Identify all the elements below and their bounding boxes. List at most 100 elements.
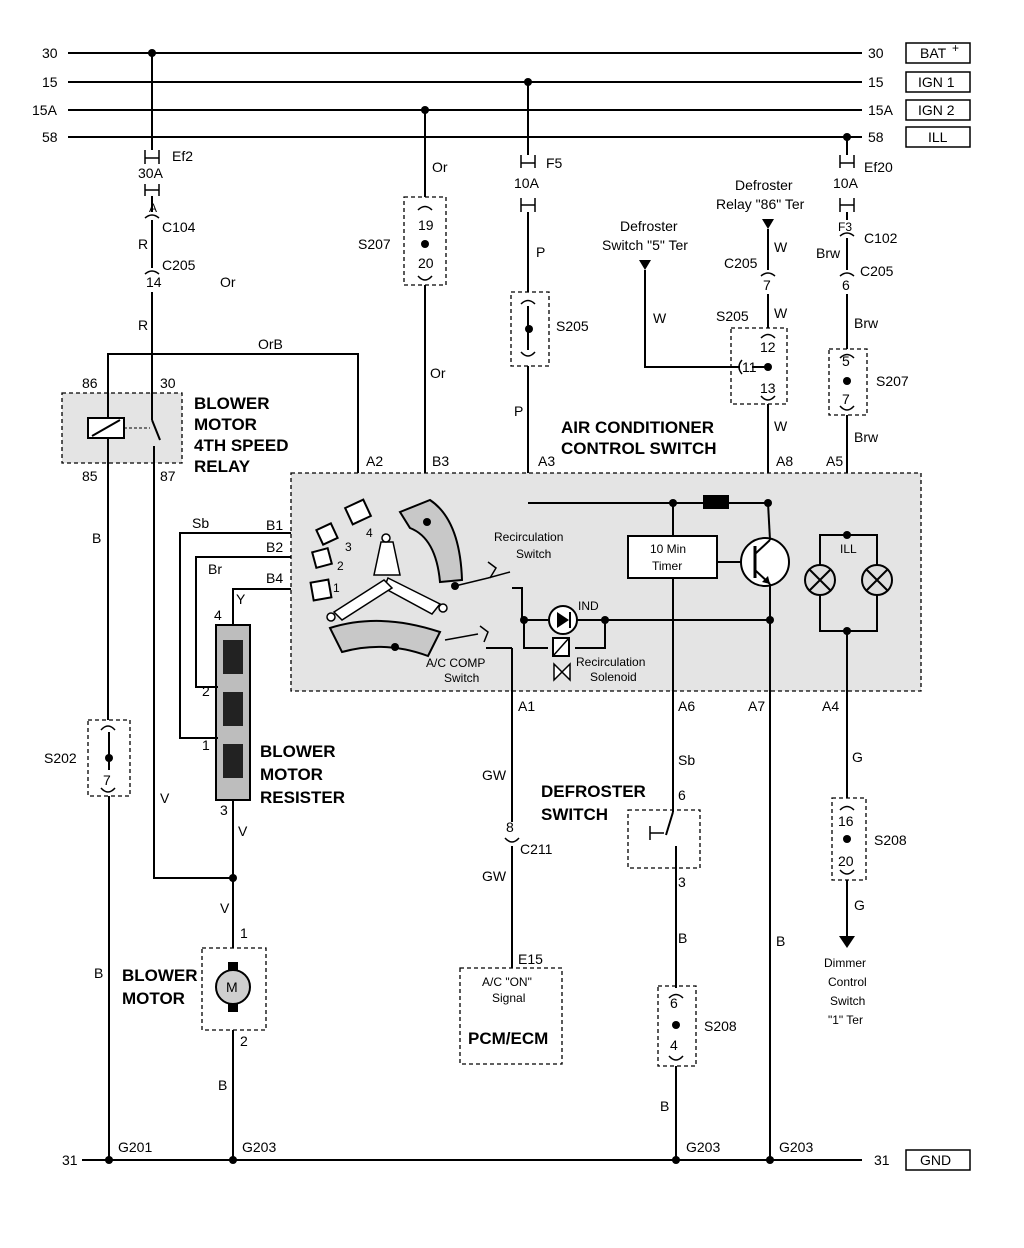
pin-a4: A4 [822,698,839,714]
a7-ground: B G203 [776,933,813,1155]
wire-g-label-1: G [852,749,863,765]
pcm-title: PCM/ECM [468,1029,548,1048]
wire-v-label-2: V [238,823,248,839]
relay-title-line-2: MOTOR [194,415,257,434]
wire-r-label-2: R [138,317,148,333]
defroster-switch-pin-6: 6 [678,787,686,803]
s202-pin-bottom: 7 [103,772,111,788]
wire-gw-label-2: GW [482,868,507,884]
connector-c102-label: C102 [864,230,898,246]
timer-supply: 10 Min Timer [528,495,772,690]
connector-a-label: A [149,201,157,215]
rail-30: 30 30 BAT [42,42,971,64]
position-3: 3 [345,540,352,554]
defroster-relay-ref-line-2: Relay "86" Ter [716,196,805,212]
rail-15-label-right: 15 [868,74,884,90]
motor-title-line-1: BLOWER [122,966,198,985]
motor-title-line-2: MOTOR [122,989,185,1008]
relay-pin-87: 87 [160,468,176,484]
motor-pin-1: 1 [240,925,248,941]
rail-15-label-left: 15 [42,74,58,90]
s207a-pin-bottom: 20 [418,255,434,271]
rail-15: 15 15 IGN 1 [42,71,971,93]
pin-a3: A3 [538,453,555,469]
splice-s208-label-2: S208 [704,1018,737,1034]
fuse-f5-rating: 10A [514,175,540,191]
s208b-pin-bottom: 4 [670,1037,678,1053]
ac-comp-switch-label-2: Switch [444,671,479,685]
timer-label-1: 10 Min [650,542,686,556]
resister-input-wires: Sb Br Y [179,515,318,739]
dimmer-ref-line-3: Switch [830,994,865,1008]
blower-speed-selector: 4 3 2 1 [309,498,464,658]
s205b-pin-12: 12 [760,339,776,355]
wire-b-label-1: B [92,530,101,546]
blower-motor-resister: 4 2 1 3 BLOWER MOTOR RESISTER V V [202,607,345,948]
ill-label: ILL [840,542,857,556]
defroster-switch-title-line-2: SWITCH [541,805,608,824]
rail-31-label-right: 31 [874,1152,890,1168]
pcm-pin-e15: E15 [518,951,543,967]
recirc-switch-label-1: Recirculation [494,530,563,544]
rail-15a-label-left: 15A [32,102,58,118]
connector-pin-7: 7 [763,277,771,293]
wire-or-label-3: Or [430,365,446,381]
fuse-f5-label: F5 [546,155,563,171]
rail-31-label-left: 31 [62,1152,78,1168]
resister-pin-1: 1 [202,737,210,753]
control-switch-title-line-1: AIR CONDITIONER [561,418,714,437]
recirc-switch-label-2: Switch [516,547,551,561]
wire-or-label-2: Or [432,159,448,175]
resister-pin-2: 2 [202,683,210,699]
dimmer-ref-line-2: Control [828,975,867,989]
rail-58-label-right: 58 [868,129,884,145]
connector-f3-label: F3 [838,220,852,234]
wire-b-label-4: B [678,930,687,946]
rail-58: 58 58 ILL [42,126,971,148]
wire-v-label-3: V [220,900,230,916]
pcm-signal-line-1: A/C "ON" [482,975,532,989]
recirc-solenoid-label-2: Solenoid [590,670,637,684]
connector-c211-label: C211 [520,841,553,857]
wire-brw-label-1: Brw [816,245,841,261]
pin-a7: A7 [748,698,765,714]
wire-w-label-4: W [774,418,788,434]
pin-b3: B3 [432,453,449,469]
relay-pin-85: 85 [82,468,98,484]
wire-w-label-2: W [653,310,667,326]
splice-s208-label-1: S208 [874,832,907,848]
connector-c205-label-2: C205 [724,255,758,271]
rail-30-label-left: 30 [42,45,58,61]
relay-pin-30: 30 [160,375,176,391]
ac-control-switch: AIR CONDITIONER CONTROL SWITCH A2 B3 A3 … [266,418,922,1160]
pin-a5: A5 [826,453,843,469]
s208a-pin-bottom: 20 [838,853,854,869]
a4-to-dimmer: G 16 20 S208 G Dimmer Control Switch "1"… [824,749,907,1027]
pin-a2: A2 [366,453,383,469]
wire-gw-label-1: GW [482,767,507,783]
wire-br-label: Br [208,561,222,577]
wire-w-label-3: W [774,305,788,321]
fuse-ef2-rating: 30A [138,165,164,181]
rail-15a-tag: IGN 2 [918,102,955,118]
fuse-ef20-label: Ef20 [864,159,893,175]
relay-ground-branch: B 7 S202 B G201 [44,463,152,1160]
bat-plus-superscript: + [952,41,959,55]
dimmer-ref-line-1: Dimmer [824,956,866,970]
relay-pin-86: 86 [82,375,98,391]
ground-g201-label: G201 [118,1139,152,1155]
wire-w-label-1: W [774,239,788,255]
resister-pin-3: 3 [220,802,228,818]
gw-to-pcm: GW 8 C211 GW [482,767,553,968]
s208b-pin-top: 6 [670,995,678,1011]
wire-sb-label-1: Sb [192,515,209,531]
splice-s202-label: S202 [44,750,77,766]
pin-a6: A6 [678,698,695,714]
position-2: 2 [337,559,344,573]
motor-m-symbol: M [226,979,238,995]
defroster-switch-ref-line-2: Switch "5" Ter [602,237,688,253]
blower-4th-speed-relay: 86 30 85 87 BLOWER MOTOR 4TH SPEED RELAY [61,375,288,484]
illumination-lamps: ILL [804,531,893,798]
defroster-switch-pin-3: 3 [678,874,686,890]
